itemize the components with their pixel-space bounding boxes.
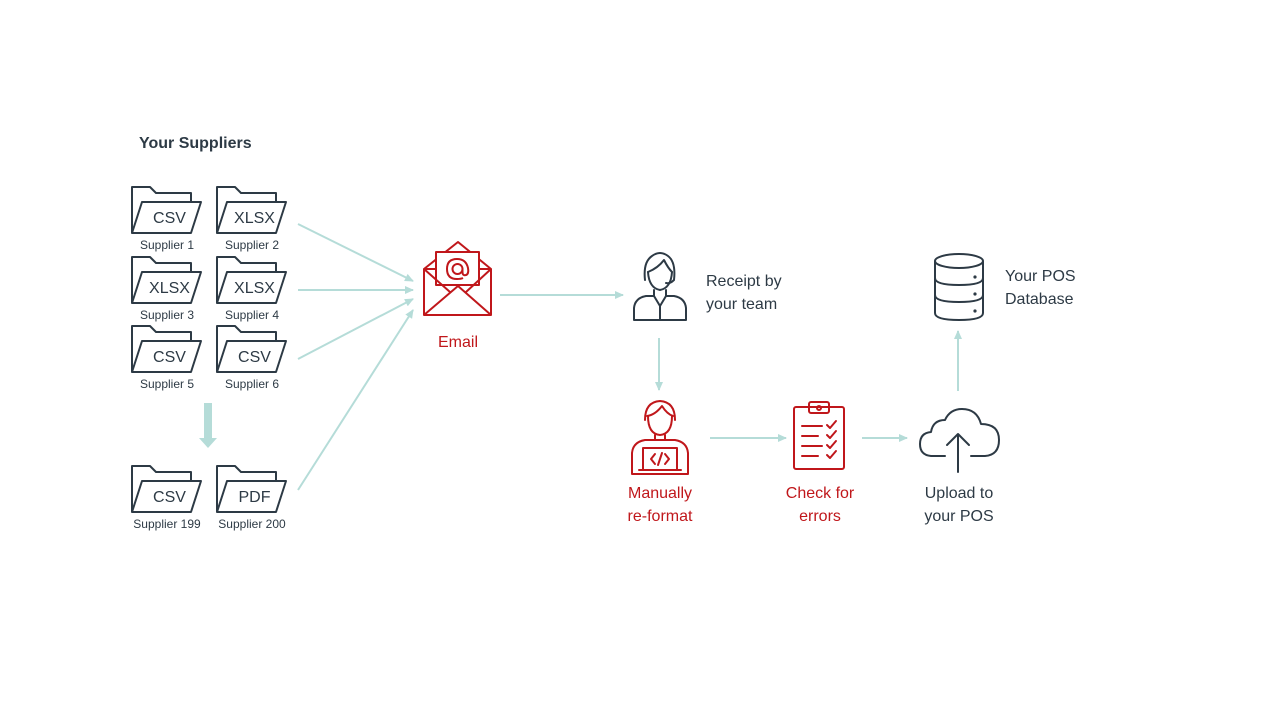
folder-icon	[216, 186, 287, 234]
supplier-label: Supplier 5	[139, 377, 195, 391]
envelope-at-icon	[423, 241, 492, 316]
cloud-upload-icon	[919, 408, 1000, 473]
supplier-label: Supplier 200	[218, 517, 286, 531]
file-type-label: XLSX	[149, 280, 190, 297]
supplier-label: Supplier 3	[139, 308, 195, 322]
supplier-folder: XLSX	[131, 255, 203, 305]
file-type-label: CSV	[153, 489, 186, 506]
reformat-label: Manually re-format	[627, 485, 693, 525]
folder-icon	[216, 325, 287, 373]
person-laptop-icon	[631, 400, 689, 475]
file-type-label: CSV	[153, 349, 186, 366]
person-icon	[633, 252, 687, 321]
clipboard-checklist-icon	[793, 401, 845, 470]
supplier-folder: XLSX	[216, 255, 288, 305]
supplier-folder: CSV	[131, 464, 203, 514]
folder-icon	[131, 256, 202, 304]
arrow-suppliers-row4-to-email	[297, 309, 414, 491]
file-type-label: XLSX	[234, 210, 275, 227]
supplier-folder: CSV	[131, 324, 203, 374]
supplier-label: Supplier 199	[133, 517, 201, 531]
email-label: Email	[437, 334, 478, 351]
supplier-label: Supplier 2	[224, 238, 280, 252]
check-label: Check for errors	[785, 485, 855, 525]
more-suppliers-arrow	[199, 403, 217, 448]
receipt-label: Receipt by your team	[706, 273, 782, 313]
supplier-folder: XLSX	[216, 185, 288, 235]
supplier-label: Supplier 4	[224, 308, 280, 322]
supplier-label: Supplier 1	[139, 238, 195, 252]
folder-icon	[131, 186, 202, 234]
folder-icon	[131, 465, 202, 513]
file-type-label: CSV	[238, 349, 271, 366]
file-type-label: PDF	[238, 489, 271, 506]
supplier-label: Supplier 6	[224, 377, 280, 391]
arrow-suppliers-row3-to-email	[297, 298, 414, 360]
database-label: Your POS Database	[1005, 268, 1076, 308]
supplier-folder: CSV	[131, 185, 203, 235]
folder-icon	[131, 325, 202, 373]
arrow-suppliers-row1-to-email	[297, 223, 414, 282]
file-type-label: XLSX	[234, 280, 275, 297]
upload-label: Upload to your POS	[924, 485, 994, 525]
folder-icon	[216, 465, 287, 513]
supplier-folder: PDF	[216, 464, 288, 514]
file-type-label: CSV	[153, 210, 186, 227]
supplier-folder: CSV	[216, 324, 288, 374]
suppliers-heading: Your Suppliers	[139, 135, 252, 152]
folder-icon	[216, 256, 287, 304]
database-icon	[934, 253, 984, 321]
